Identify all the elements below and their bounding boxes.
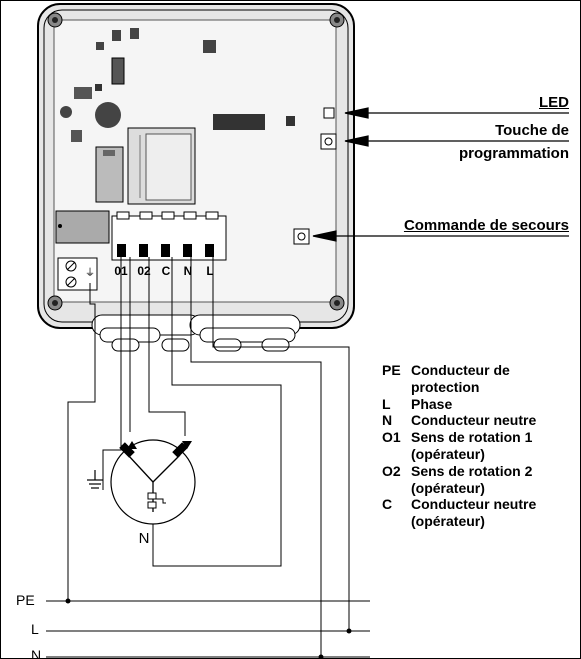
wiring xyxy=(46,257,370,658)
cable-gland xyxy=(91,314,301,352)
legend-code: C xyxy=(382,496,393,513)
supply-line-label: L xyxy=(31,621,39,637)
legend-desc: Sens de rotation 2 xyxy=(411,462,533,479)
programming-button-label-line1: Touche de xyxy=(495,122,569,139)
legend-code: O1 xyxy=(382,429,401,446)
screw-icon xyxy=(47,12,345,311)
terminal-label: 02 xyxy=(137,264,151,278)
legend-row: L Phase xyxy=(382,396,577,413)
terminal-label: C xyxy=(162,264,171,278)
legend-desc: protection xyxy=(411,378,480,395)
legend-row: N Conducteur neutre xyxy=(382,412,577,429)
control-box: ⏚ 01 02 C N L xyxy=(37,3,355,329)
legend-desc: Sens de rotation 1 xyxy=(411,429,533,446)
legend-desc: (opérateur) xyxy=(411,513,485,530)
legend-desc: (opérateur) xyxy=(411,445,485,462)
legend-desc: (opérateur) xyxy=(411,479,485,496)
ground-icon xyxy=(87,470,103,489)
programming-button-label-line2: programmation xyxy=(458,145,569,162)
terminal-label: N xyxy=(184,264,193,278)
legend-row: O2 Sens de rotation 2(opérateur) xyxy=(382,463,577,497)
junction-dot xyxy=(65,598,352,659)
rotation-arrow-icon xyxy=(127,441,137,449)
earth-icon: ⏚ xyxy=(85,267,95,279)
terminal-label: L xyxy=(206,264,213,278)
legend-code: O2 xyxy=(382,462,401,479)
legend-desc: Conducteur neutre xyxy=(411,496,537,513)
legend-code: PE xyxy=(382,362,401,378)
supply-line-label: N xyxy=(31,647,42,659)
rotation-arrow-icon xyxy=(182,441,192,449)
legend-desc: Conducteur neutre xyxy=(411,412,537,429)
supply-line-label: PE xyxy=(16,592,35,608)
legend-code: L xyxy=(382,395,391,412)
legend-row: C Conducteur neutre(opérateur) xyxy=(382,496,577,530)
legend-row: O1 Sens de rotation 1(opérateur) xyxy=(382,429,577,463)
motor-neutral-label: N xyxy=(139,530,150,547)
legend-desc: Conducteur de xyxy=(411,362,510,378)
callout-arrow xyxy=(312,107,569,242)
motor-symbol: N xyxy=(110,439,196,547)
led-label: LED xyxy=(539,94,569,111)
legend-desc: Phase xyxy=(411,395,453,412)
emergency-command-label: Commande de secours xyxy=(403,217,569,234)
legend-code: N xyxy=(382,412,393,429)
